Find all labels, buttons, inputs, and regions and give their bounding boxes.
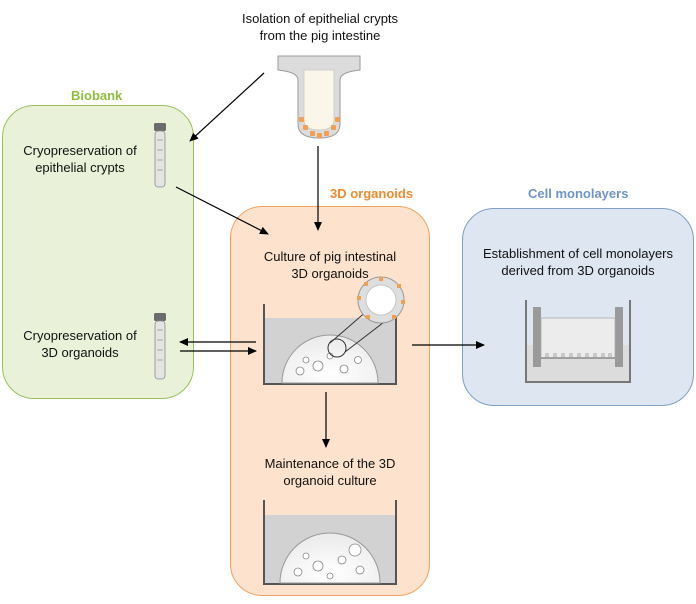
arrow-isolation-to-biobank [189, 72, 265, 142]
transwell-icon [525, 300, 631, 383]
culture-label: Culture of pig intestinal 3D organoids [240, 248, 420, 282]
arrow-crypts-to-culture [175, 186, 269, 235]
cell-monolayers-panel [462, 208, 694, 406]
cryo-organoids-line-2: 3D organoids [41, 345, 119, 360]
cryo-crypts-line-2: epithelial crypts [35, 160, 125, 175]
isolation-label: Isolation of epithelial crypts from the … [210, 10, 430, 44]
monolayers-line-2: derived from 3D organoids [501, 263, 655, 278]
maintenance-line-1: Maintenance of the 3D [264, 456, 396, 471]
monolayers-line-1: Establishment of cell monolayers [482, 246, 674, 261]
cryo-crypts-label: Cryopreservation of epithelial crypts [10, 142, 150, 176]
organoids-3d-title: 3D organoids [330, 186, 414, 201]
culture-line-2: 3D organoids [291, 266, 369, 281]
arrows [175, 72, 485, 448]
maintenance-label: Maintenance of the 3D organoid culture [240, 455, 420, 489]
culture-line-1: Culture of pig intestinal [263, 249, 397, 264]
cryo-organoids-label: Cryopreservation of 3D organoids [10, 327, 150, 361]
culture-well-icon [263, 500, 397, 585]
maintenance-line-2: organoid culture [283, 473, 377, 488]
biobank-title: Biobank [71, 88, 123, 103]
isolation-line-1: Isolation of epithelial crypts [241, 11, 399, 26]
crypt-icon [277, 55, 361, 139]
cryo-organoids-line-1: Cryopreservation of [23, 328, 137, 343]
organoid-sphere-icon [357, 276, 405, 324]
cryotube-icon [154, 313, 166, 380]
cryotube-icon [154, 123, 166, 188]
culture-well-icon [263, 304, 397, 385]
monolayers-label: Establishment of cell monolayers derived… [466, 245, 690, 279]
isolation-line-2: from the pig intestine [259, 28, 381, 43]
cryo-crypts-line-1: Cryopreservation of [23, 143, 137, 158]
cell-monolayers-title: Cell monolayers [528, 186, 629, 201]
